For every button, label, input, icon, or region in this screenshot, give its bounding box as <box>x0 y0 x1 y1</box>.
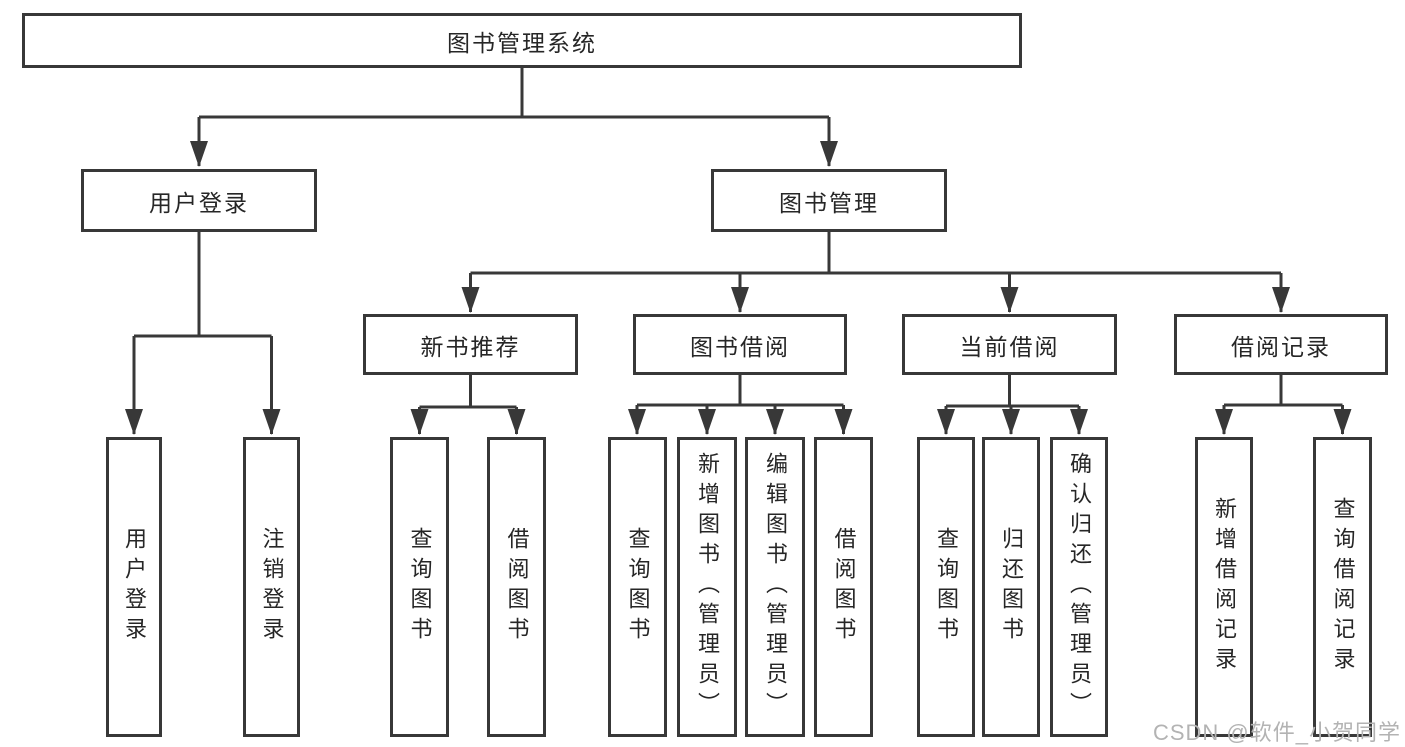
leaf-confirm-return-admin: 确认归还（管理员） <box>1050 437 1108 737</box>
leaf-borrow-books-recommend: 借阅图书 <box>487 437 546 737</box>
node-new-book-recommend: 新书推荐 <box>363 314 578 375</box>
leaf-edit-book-admin: 编辑图书（管理员） <box>745 437 805 737</box>
leaf-query-borrow-record: 查询借阅记录 <box>1313 437 1372 737</box>
node-borrowing-records: 借阅记录 <box>1174 314 1388 375</box>
node-root: 图书管理系统 <box>22 13 1022 68</box>
csdn-watermark: CSDN @软件_小贺同学 <box>1152 720 1401 745</box>
node-book-management: 图书管理 <box>711 169 947 232</box>
leaf-borrow-books-borrowing: 借阅图书 <box>814 437 873 737</box>
node-book-borrowing: 图书借阅 <box>633 314 847 375</box>
leaf-add-book-admin: 新增图书（管理员） <box>677 437 737 737</box>
leaf-user-login: 用户登录 <box>106 437 162 737</box>
leaf-query-books-borrowing: 查询图书 <box>608 437 667 737</box>
leaf-query-books-current: 查询图书 <box>917 437 975 737</box>
node-current-borrowing: 当前借阅 <box>902 314 1117 375</box>
leaf-query-books-recommend: 查询图书 <box>390 437 449 737</box>
leaf-return-book: 归还图书 <box>982 437 1040 737</box>
node-user-login: 用户登录 <box>81 169 317 232</box>
leaf-logout: 注销登录 <box>243 437 300 737</box>
leaf-add-borrow-record: 新增借阅记录 <box>1195 437 1253 737</box>
